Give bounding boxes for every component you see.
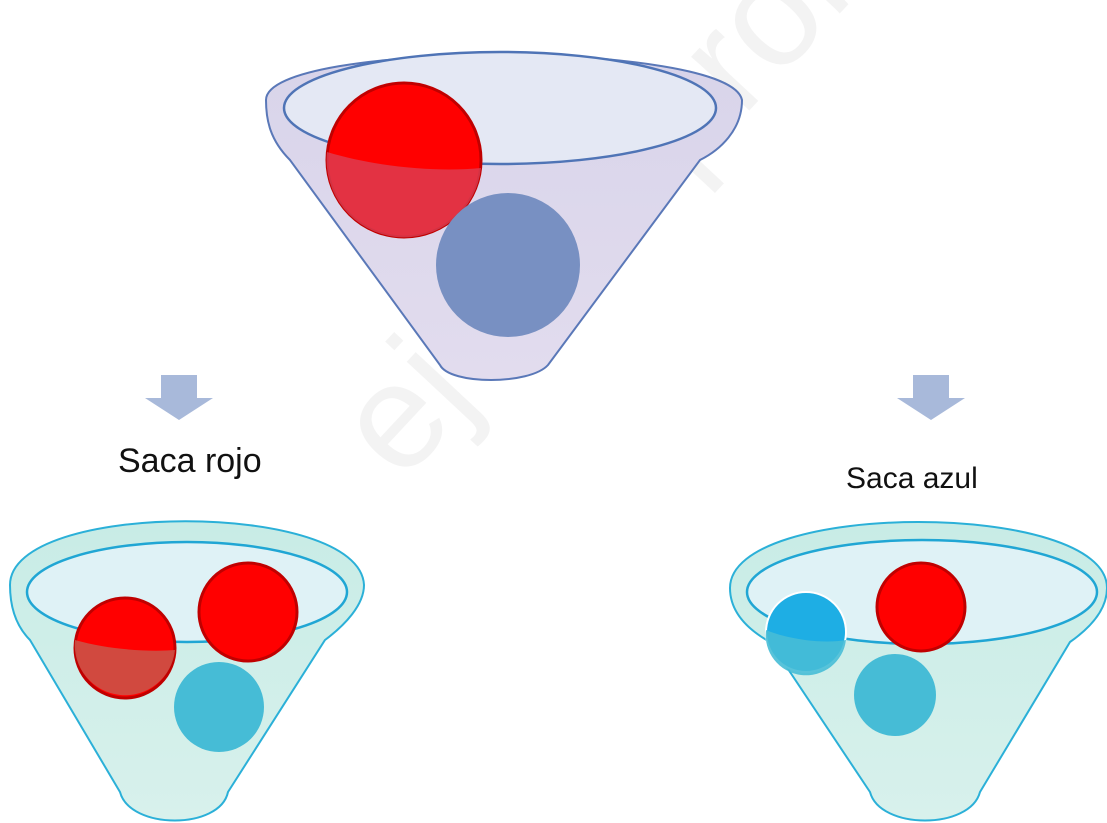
right-arrow [897,375,965,420]
left-red-ball-2 [197,561,299,663]
right-container [728,521,1107,822]
left-container [8,520,366,822]
right-red-ball [875,561,967,653]
right-blue-ball-shade [765,630,846,676]
label-saca-azul: Saca azul [846,462,978,495]
label-saca-rojo: Saca rojo [118,442,262,480]
left-cyan-ball [174,662,264,752]
left-arrow [145,375,213,420]
top-red-ball-shade [326,152,481,238]
top-container [264,50,744,381]
top-blue-ball [436,193,580,337]
left-cone-rim [25,540,349,644]
left-red-ball-1-shade [74,640,175,696]
right-cyan-ball [854,654,936,736]
